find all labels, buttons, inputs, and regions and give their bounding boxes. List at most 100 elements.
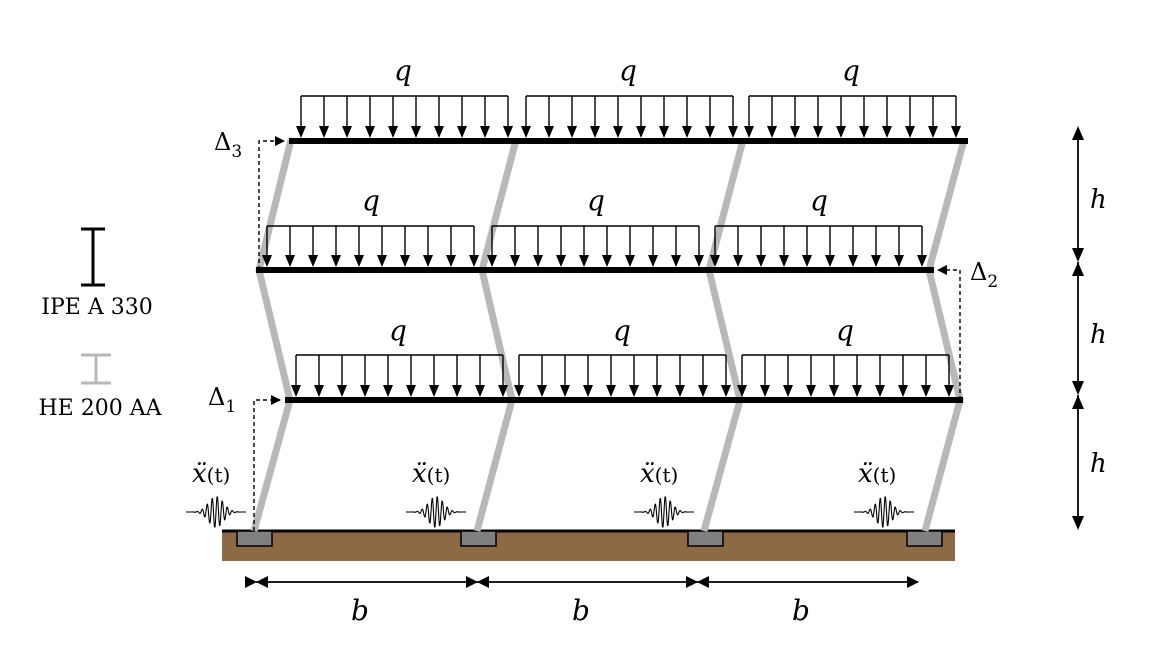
load-arrow-head: [314, 385, 324, 397]
load-arrow-head: [951, 126, 961, 138]
load-label-2-2: q: [587, 184, 605, 217]
load-arrow-head: [790, 126, 800, 138]
height-dim-1-bottom: [1072, 516, 1084, 530]
load-arrow-head: [602, 255, 612, 267]
load-arrow-head: [728, 126, 738, 138]
beams: [256, 138, 968, 403]
load-arrow-head: [894, 255, 904, 267]
delta2-label: Δ2: [970, 258, 998, 292]
load-label-1-1: q: [389, 314, 407, 347]
displacements: Δ3 Δ2 Δ1: [208, 128, 998, 531]
load-arrow-head: [694, 255, 704, 267]
load-block-8: [514, 354, 731, 397]
delta3-label: Δ3: [214, 128, 242, 162]
accelerogram-wave-1: [186, 496, 246, 528]
delta3-leader: [258, 136, 285, 270]
support-1: [236, 530, 273, 547]
load-arrow-head: [308, 255, 318, 267]
load-arrow-head: [825, 255, 835, 267]
load-arrow-head: [319, 126, 329, 138]
load-arrow-head: [705, 126, 715, 138]
load-arrow-head: [383, 385, 393, 397]
load-arrow-head: [875, 385, 885, 397]
load-arrow-head: [921, 385, 931, 397]
height-dim-3-bottom: [1072, 248, 1084, 262]
load-arrow-head: [475, 385, 485, 397]
height-dim-2-top: [1072, 262, 1084, 276]
span-dim-arrowhead-left: [256, 576, 268, 588]
beam-section-label: IPE A 330: [41, 295, 152, 320]
ground-accel-label-2: ẍ(t): [412, 459, 450, 489]
load-arrow-head: [296, 126, 306, 138]
ground-accel-label-3: ẍ(t): [640, 459, 678, 489]
load-arrow-head: [733, 255, 743, 267]
load-arrow-head: [848, 255, 858, 267]
load-arrow-head: [537, 385, 547, 397]
load-label-2-1: q: [362, 184, 380, 217]
height-label-3: h: [1090, 185, 1107, 215]
ground-soil: [222, 531, 955, 561]
load-block-7: [291, 354, 508, 397]
load-arrow-head: [365, 126, 375, 138]
load-arrow-head: [625, 255, 635, 267]
load-arrow-head: [928, 126, 938, 138]
load-arrow-head: [590, 126, 600, 138]
load-labels: q q q q q q q q q: [362, 54, 860, 347]
load-arrow-head: [671, 255, 681, 267]
load-arrow-head: [813, 126, 823, 138]
beam-section-icon: [81, 227, 105, 287]
load-arrow-head: [829, 385, 839, 397]
load-arrow-head: [487, 255, 497, 267]
delta1-leader: [253, 395, 281, 531]
load-label-3-1: q: [394, 54, 412, 87]
load-arrow-head: [469, 255, 479, 267]
load-arrow-head: [756, 255, 766, 267]
load-arrow-head: [852, 385, 862, 397]
load-arrow-head: [337, 385, 347, 397]
height-label-1: h: [1090, 449, 1107, 479]
delta1-label: Δ1: [208, 383, 236, 417]
support-2: [460, 530, 497, 547]
load-arrow-head: [457, 126, 467, 138]
columns: [250, 139, 968, 532]
load-arrow-head: [480, 126, 490, 138]
load-arrow-head: [452, 385, 462, 397]
support-4: [906, 530, 943, 547]
load-arrow-head: [710, 255, 720, 267]
span-dim-arrowhead-mid2: [697, 576, 709, 588]
load-arrow-head: [905, 126, 915, 138]
load-arrow-head: [262, 255, 272, 267]
load-block-5: [487, 225, 704, 267]
load-block-9: [737, 354, 954, 397]
load-arrow-head: [629, 385, 639, 397]
load-arrow-head: [917, 255, 927, 267]
column-line-2: [473, 139, 520, 532]
span-label-3: b: [792, 594, 810, 627]
height-dim-3-top: [1072, 126, 1084, 140]
load-arrow-head: [636, 126, 646, 138]
load-arrow-head: [400, 255, 410, 267]
load-arrow-head: [446, 255, 456, 267]
load-arrow-head: [613, 126, 623, 138]
load-arrow-head: [406, 385, 416, 397]
load-block-3: [744, 95, 961, 138]
load-label-3-2: q: [619, 54, 637, 87]
load-arrow-head: [411, 126, 421, 138]
load-arrow-head: [498, 385, 508, 397]
load-arrow-head: [544, 126, 554, 138]
column-line-1: [250, 139, 295, 532]
load-block-2: [521, 95, 738, 138]
accelerogram-wave-3: [634, 496, 694, 528]
load-arrow-head: [377, 255, 387, 267]
load-arrow-head: [388, 126, 398, 138]
load-label-3-3: q: [842, 54, 860, 87]
column-line-3: [700, 139, 747, 532]
height-label-2: h: [1090, 320, 1107, 350]
load-arrow-head: [434, 126, 444, 138]
load-arrow-head: [802, 255, 812, 267]
load-arrow-head: [675, 385, 685, 397]
load-arrow-head: [744, 126, 754, 138]
load-arrow-head: [859, 126, 869, 138]
span-dim-arrowhead-mid1: [477, 576, 489, 588]
